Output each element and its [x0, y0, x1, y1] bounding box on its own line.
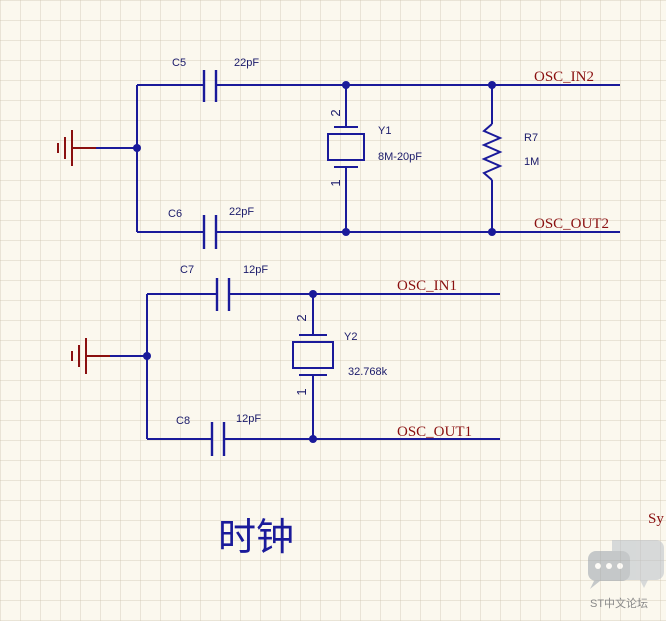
crystal-y2	[292, 294, 334, 439]
r7-value-label: 1M	[524, 156, 539, 168]
net-label-osc-out1: OSC_OUT1	[397, 424, 472, 440]
ground-symbol-lower	[71, 338, 110, 374]
c7-ref-label: C7	[180, 264, 194, 276]
page-title: 时钟	[218, 515, 294, 559]
resistor-r7	[481, 85, 503, 232]
y1-value-label: 8M-20pF	[378, 151, 422, 163]
c8-ref-label: C8	[176, 415, 190, 427]
y2-pin1-label: 1	[294, 388, 309, 395]
net-label-osc-in2: OSC_IN2	[534, 69, 594, 85]
capacitor-c7	[215, 278, 231, 311]
y2-pin2-label: 2	[294, 314, 309, 321]
forum-watermark-text: ST中文论坛	[590, 596, 648, 610]
r7-ref-label: R7	[524, 132, 538, 144]
edge-net-label: Sy	[648, 511, 664, 527]
ground-symbol-upper	[57, 130, 96, 166]
crystal-y1	[327, 85, 365, 232]
y2-value-label: 32.768k	[348, 366, 388, 378]
net-label-osc-out2: OSC_OUT2	[534, 216, 609, 232]
junction-dot	[133, 144, 141, 152]
capacitor-c6	[202, 215, 218, 249]
c7-value-label: 12pF	[243, 264, 268, 276]
net-label-osc-in1: OSC_IN1	[397, 278, 457, 294]
c5-value-label: 22pF	[234, 57, 259, 69]
y1-ref-label: Y1	[378, 125, 391, 137]
capacitor-c5	[202, 70, 218, 102]
c6-ref-label: C6	[168, 208, 182, 220]
capacitor-c8	[210, 422, 226, 456]
y1-pin1-label: 1	[328, 179, 343, 186]
junction-dot	[143, 352, 151, 360]
forum-watermark-logo	[588, 540, 664, 589]
lower-oscillator-circuit	[71, 278, 500, 456]
c6-value-label: 22pF	[229, 206, 254, 218]
y1-pin2-label: 2	[328, 109, 343, 116]
c8-value-label: 12pF	[236, 413, 261, 425]
c5-ref-label: C5	[172, 57, 186, 69]
y2-ref-label: Y2	[344, 331, 357, 343]
upper-oscillator-circuit	[57, 70, 620, 249]
